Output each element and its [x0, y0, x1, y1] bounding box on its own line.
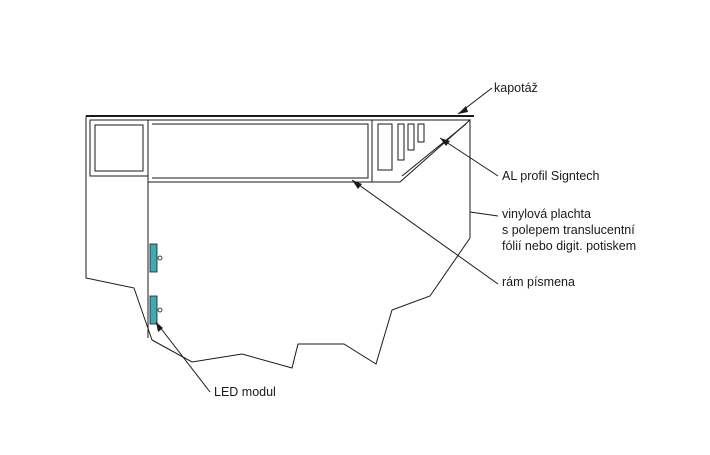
arrow-al-profil: [440, 138, 450, 146]
arrow-ram: [352, 180, 362, 189]
frame-rail: [148, 119, 373, 183]
tear-zigzag: [151, 237, 471, 369]
leader-ram: [351, 179, 499, 285]
al-profile-detail-c: [407, 123, 415, 151]
label-al-profil: AL profil Signtech: [502, 169, 600, 183]
al-profile: [371, 119, 472, 183]
letter-inner-left: [89, 120, 149, 338]
label-vinyl-line3: fólií nebo digit. potiskem: [502, 239, 637, 253]
al-profile-slope: [401, 123, 467, 177]
arrow-led: [156, 322, 163, 332]
frame-box-inner: [94, 124, 144, 172]
led-module-lower-dot: [157, 307, 163, 313]
leader-vinyl: [469, 211, 499, 217]
label-vinyl-line2: s polepem translucentní: [502, 223, 635, 237]
al-profile-detail-d: [417, 123, 425, 143]
label-led: LED modul: [214, 385, 276, 399]
al-profile-detail-a: [377, 123, 393, 171]
label-kapotaz: kapotáž: [494, 81, 538, 95]
led-module-lower: [149, 295, 158, 325]
al-profile-detail-b: [397, 123, 405, 161]
label-vinyl-line1: vinylová plachta: [502, 207, 591, 221]
frame-rail-inner: [152, 123, 369, 179]
leader-al-profil: [439, 137, 499, 177]
frame-box-outer: [89, 119, 149, 177]
led-module-upper: [149, 243, 158, 273]
led-module-upper-dot: [157, 255, 163, 261]
label-ram: rám písmena: [502, 275, 575, 289]
leader-led: [155, 321, 211, 393]
arrow-kapotaz: [458, 106, 468, 114]
letter-outer-left: [85, 116, 153, 341]
